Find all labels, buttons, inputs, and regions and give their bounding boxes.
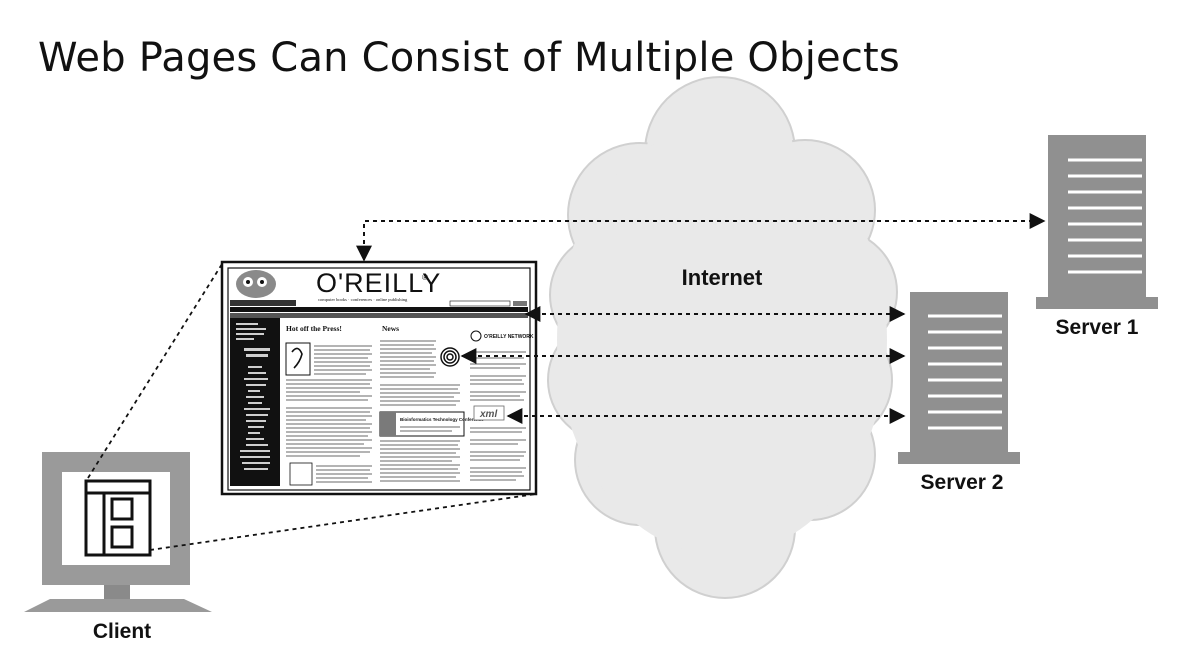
server-1 — [1036, 135, 1158, 309]
oreilly-network-logo: O'REILLY NETWORK — [470, 330, 534, 342]
client-label: Client — [93, 620, 151, 643]
svg-text:O'REILLY NETWORK: O'REILLY NETWORK — [484, 334, 534, 340]
conference-banner: Bioinformatics Technology Conference — [400, 417, 484, 422]
webpage-heading-right: News — [382, 324, 399, 333]
webpage-text-middle — [380, 340, 460, 482]
internet-label: Internet — [682, 265, 763, 290]
server-2-label: Server 2 — [921, 471, 1004, 494]
oreilly-tagline: computer books · conferences · online pu… — [318, 297, 408, 302]
webpage-text-left — [286, 345, 372, 483]
xml-logo: xml — [473, 405, 505, 421]
svg-text:xml: xml — [479, 409, 497, 420]
webpage-heading-left: Hot off the Press! — [286, 324, 342, 333]
server-1-label: Server 1 — [1056, 316, 1139, 339]
server-2 — [898, 292, 1020, 464]
webpage-thumbnail: O'REILLY ® computer books · conferences … — [220, 260, 538, 496]
connection-arrows — [356, 213, 1046, 424]
owl-icon — [236, 270, 276, 298]
internet-cloud — [547, 76, 898, 599]
oreilly-registered-mark: ® — [422, 273, 428, 282]
spiral-icon — [440, 347, 460, 367]
slide-title: Web Pages Can Consist of Multiple Object… — [38, 34, 900, 81]
zoom-lines — [87, 263, 537, 551]
client-computer — [24, 452, 212, 612]
oreilly-logo-text: O'REILLY — [316, 268, 441, 298]
